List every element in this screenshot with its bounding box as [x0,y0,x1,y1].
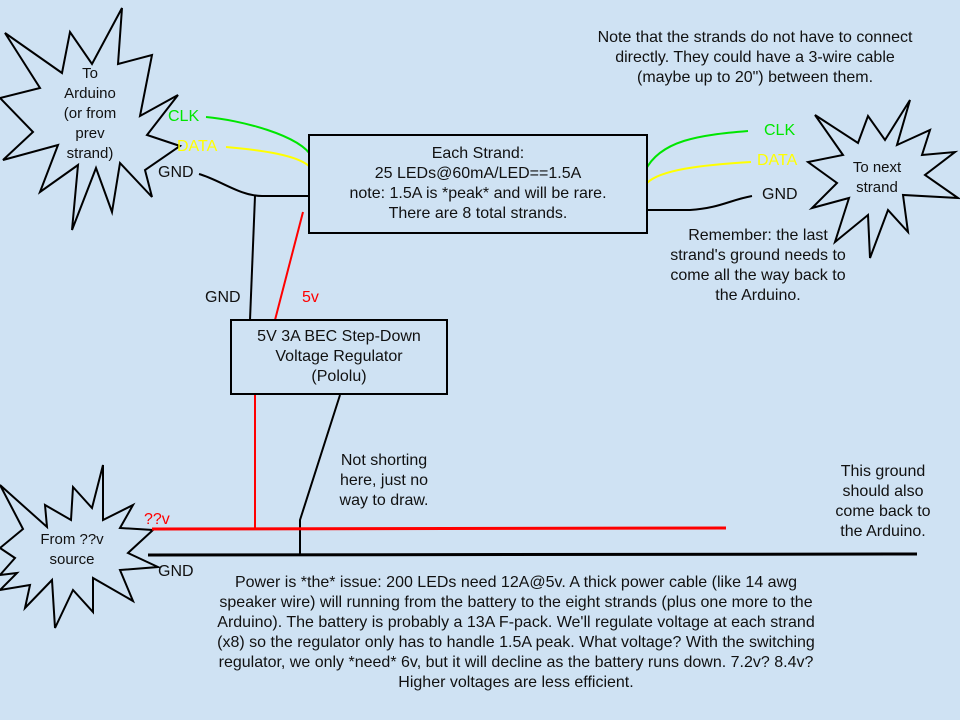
left-data-label: DATA [177,138,218,155]
note-power-issue: Power is *the* issue: 200 LEDs need 12A@… [217,574,815,691]
right-data-wire [646,161,752,184]
note-not-shorting: Not shorting here, just no way to draw. [339,452,429,509]
right-clk-label: CLK [764,122,796,139]
right-clk-wire [644,130,749,172]
arduino-burst-shape [0,7,183,231]
left-data-wire [225,146,312,169]
power-bus [151,526,727,531]
next-strand-burst-shape [805,99,960,259]
regulator-box: 5V 3A BEC Step-Down Voltage Regulator (P… [230,319,448,395]
regulator-gnd-out-wire [299,394,341,555]
strand-box-text: Each Strand: 25 LEDs@60mA/LED==1.5A note… [349,145,607,222]
next-strand-burst-label: To next strand [852,159,902,196]
left-gnd-label: GND [158,164,194,181]
regulator-5v-label: 5v [302,289,319,306]
left-clk-wire [205,116,313,158]
left-gnd-wire [198,173,311,197]
source-burst-label: From ??v source [40,531,104,568]
arduino-burst-label: To Arduino (or from prev strand) [63,65,117,162]
strand-box: Each Strand: 25 LEDs@60mA/LED==1.5A note… [308,134,648,234]
right-gnd-label: GND [762,186,798,203]
note-ground-back: This ground should also come back to the… [835,463,931,540]
regulator-gnd-wire [249,195,256,321]
regulator-box-text: 5V 3A BEC Step-Down Voltage Regulator (P… [257,328,421,385]
source-voltage-label: ??v [144,511,170,528]
note-remember-ground: Remember: the last strand's ground needs… [670,227,846,304]
ground-bus [147,552,918,557]
source-gnd-label: GND [158,563,194,580]
left-clk-label: CLK [168,108,200,125]
regulator-5v-wire [274,211,304,321]
source-burst-shape [0,464,162,629]
right-data-label: DATA [757,152,798,169]
right-gnd-wire [648,195,753,211]
note-strand-connection: Note that the strands do not have to con… [597,29,913,86]
regulator-gnd-label: GND [205,289,241,306]
